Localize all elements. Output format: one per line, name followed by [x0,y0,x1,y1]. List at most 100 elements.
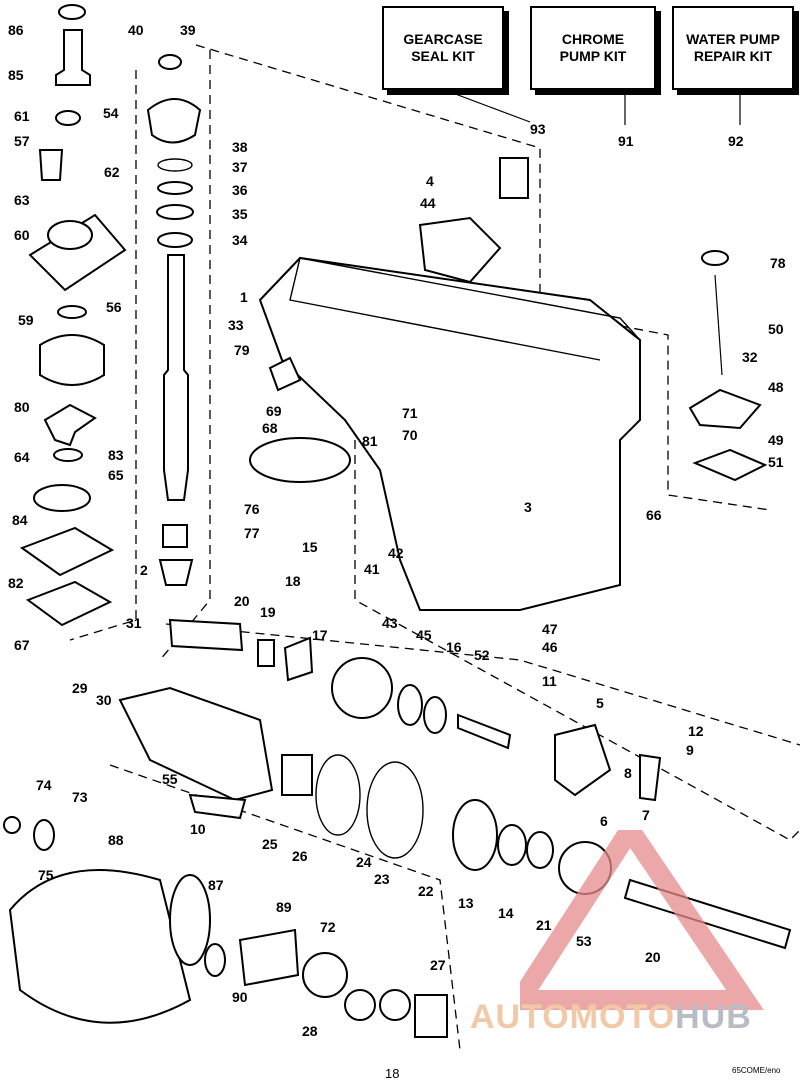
kit-chrome-pump: CHROME PUMP KIT [530,6,656,90]
callout-71: 71 [402,405,418,421]
part-82-plate [19,526,115,577]
callout-65: 65 [108,467,124,483]
callout-88: 88 [108,832,124,848]
part-48-cover [688,388,762,430]
part-27-bearing [414,994,448,1038]
callout-79: 79 [234,342,250,358]
part-76-trim-tab [249,437,351,483]
callout-56: 56 [106,299,122,315]
callout-3: 3 [524,499,532,515]
callout-13: 13 [458,895,474,911]
part-37-oring [157,158,193,172]
part-83-ring [53,448,83,462]
callout-4: 4 [426,173,434,189]
callout-92: 92 [728,133,744,149]
callout-63: 63 [14,192,30,208]
assembly-outline-shift [354,440,800,841]
callout-73: 73 [72,789,88,805]
callout-76: 76 [244,501,260,517]
callout-24: 24 [356,854,372,870]
callout-21: 21 [536,917,552,933]
part-13-washer [497,824,527,866]
callout-82: 82 [8,575,24,591]
callout-68: 68 [262,420,278,436]
callout-5: 5 [596,695,604,711]
part-19-bushing [257,639,275,667]
part-85-tube [55,29,91,86]
callout-53: 53 [576,933,592,949]
part-4-block [499,157,529,199]
callout-19: 19 [260,604,276,620]
callout-35: 35 [232,206,248,222]
callout-69: 69 [266,403,282,419]
callout-39: 39 [180,22,196,38]
callout-26: 26 [292,848,308,864]
part-25-carrier [118,686,274,802]
callout-52: 52 [474,647,490,663]
part-23-ring [366,761,424,859]
part-67-gasket [25,580,113,627]
part-51-gasket [692,448,768,482]
callout-30: 30 [96,692,112,708]
part-33-needle-bearing [162,524,188,548]
part-28-bearing [344,989,376,1021]
callout-10: 10 [190,821,206,837]
part-56-ring [57,305,87,319]
callout-18: 18 [285,573,301,589]
callout-55: 55 [162,771,178,787]
callout-14: 14 [498,905,514,921]
part-14-washer [526,831,554,869]
callout-45: 45 [416,627,432,643]
part-26-bearing [281,754,313,796]
part-34-bearing [157,232,193,248]
part-1-gearcase [258,256,641,611]
callout-62: 62 [104,164,120,180]
part-64-impeller [43,403,97,447]
part-73-washer [33,819,55,851]
part-63-cup [38,149,64,181]
page-number: 18 [385,1066,400,1081]
callout-44: 44 [420,195,436,211]
callout-87: 87 [208,877,224,893]
callout-51: 51 [768,454,784,470]
callout-7: 7 [642,807,650,823]
part-86-seal [58,4,86,20]
callout-93: 93 [530,121,546,137]
callout-91: 91 [618,133,634,149]
callout-59: 59 [18,312,34,328]
callout-41: 41 [364,561,380,577]
callout-16: 16 [446,639,462,655]
callout-9: 9 [686,742,694,758]
callout-72: 72 [320,919,336,935]
callout-47: 47 [542,621,558,637]
part-43-washer [397,684,423,726]
part-59-pump-boss [47,220,93,250]
assembly-outline-cover [589,319,771,511]
callout-8: 8 [624,765,632,781]
part-90-washer [204,943,226,977]
callout-22: 22 [418,883,434,899]
callout-81: 81 [362,433,378,449]
callout-27: 27 [430,957,446,973]
part-87-hub [169,874,211,966]
assembly-outline-top [195,44,541,310]
callout-31: 31 [126,615,142,631]
assembly-outline-prop [109,764,461,1051]
callout-20: 20 [645,949,661,965]
part-44-gasket [418,216,502,284]
part-5-shift [554,723,612,797]
callout-61: 61 [14,108,30,124]
callout-20: 20 [234,593,250,609]
callout-40: 40 [128,22,144,38]
part-20-shaft [168,618,244,652]
callout-74: 74 [36,777,52,793]
part-9-lever [639,753,662,802]
callout-50: 50 [768,321,784,337]
callout-29: 29 [72,680,88,696]
callout-28: 28 [302,1023,318,1039]
callout-49: 49 [768,432,784,448]
callout-77: 77 [244,525,260,541]
part-36-seal [157,181,193,195]
kit-water-pump-repair-label: WATER PUMP REPAIR KIT [686,31,780,64]
